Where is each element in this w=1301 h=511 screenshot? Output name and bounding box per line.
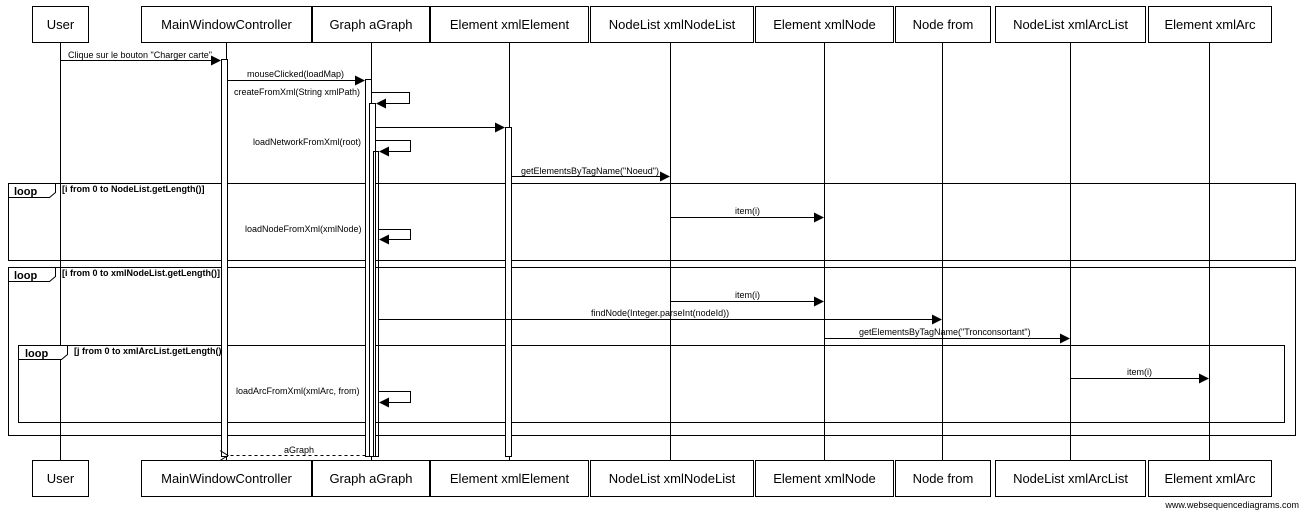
loop-3-guard: [j from 0 to xmlArcList.getLength()] [74,346,225,356]
activation-graph-2 [369,103,376,457]
message-12-label: item(i) [1127,367,1152,377]
participant-xmlarclist-bottom: NodeList xmlArcList [1013,471,1128,486]
participant-xmlnodelist-bottom: NodeList xmlNodeList [609,471,736,486]
message-1-label: Clique sur le bouton "Charger carte" [68,50,212,60]
loop-frame-1: loop [i from 0 to NodeList.getLength()] [8,183,1296,261]
loop-1-guard: [i from 0 to NodeList.getLength()] [62,184,204,194]
participants-bottom: User MainWindowController Graph aGraph E… [32,460,1272,497]
message-11-label: getElementsByTagName("Tronconsortant") [859,327,1031,337]
message-9-label: item(i) [735,290,760,300]
participant-user: User [47,17,75,32]
messages [60,55,1209,456]
lifelines [60,43,1210,460]
participant-controller-bottom: MainWindowController [161,471,292,486]
footer-watermark: www.websequencediagrams.com [1164,500,1299,510]
message-8-label: loadNodeFromXml(xmlNode) [245,224,362,234]
participant-from: Node from [913,17,974,32]
loop-3-keyword: loop [25,348,48,360]
participants-top: User MainWindowController Graph aGraph E… [32,6,1272,43]
message-5-arrow [375,140,411,157]
activation-bars [221,59,512,457]
participant-xmlnode: Element xmlNode [773,17,876,32]
loop-2-guard: [i from 0 to xmlNodeList.getLength()] [62,268,220,278]
loop-frame-2: loop [i from 0 to xmlNodeList.getLength(… [8,267,1296,436]
message-3-arrow [371,92,410,109]
participant-xmlnode-bottom: Element xmlNode [773,471,876,486]
loop-frame-3: loop [j from 0 to xmlArcList.getLength()… [18,345,1285,423]
participant-xmlarclist: NodeList xmlArcList [1013,17,1128,32]
participant-xmlelement: Element xmlElement [450,17,570,32]
loop-2-keyword: loop [14,270,37,282]
activation-graph-3 [373,151,379,457]
participant-xmlarc-bottom: Element xmlArc [1164,471,1256,486]
participant-graph-bottom: Graph aGraph [329,471,412,486]
loop-1-keyword: loop [14,186,37,198]
message-labels: Clique sur le bouton "Charger carte" mou… [68,50,1152,455]
activation-xmlelement [505,127,512,457]
message-13-arrow [378,391,411,408]
message-6-label: getElementsByTagName("Noeud") [521,166,659,176]
message-14-label: aGraph [284,445,314,455]
message-2-label: mouseClicked(loadMap) [247,69,344,79]
participant-xmlelement-bottom: Element xmlElement [450,471,570,486]
participant-graph: Graph aGraph [329,17,412,32]
message-7-label: item(i) [735,206,760,216]
participant-xmlnodelist: NodeList xmlNodeList [609,17,736,32]
participant-from-bottom: Node from [913,471,974,486]
activation-controller [221,59,228,457]
message-13-label: loadArcFromXml(xmlArc, from) [236,386,360,396]
message-3-label: createFromXml(String xmlPath) [234,87,360,97]
message-10-label: findNode(Integer.parseInt(nodeId)) [591,308,729,318]
participant-xmlarc: Element xmlArc [1164,17,1256,32]
message-8-arrow [378,229,411,245]
participant-controller: MainWindowController [161,17,292,32]
participant-user-bottom: User [47,471,75,486]
message-5-label: loadNetworkFromXml(root) [253,137,361,147]
